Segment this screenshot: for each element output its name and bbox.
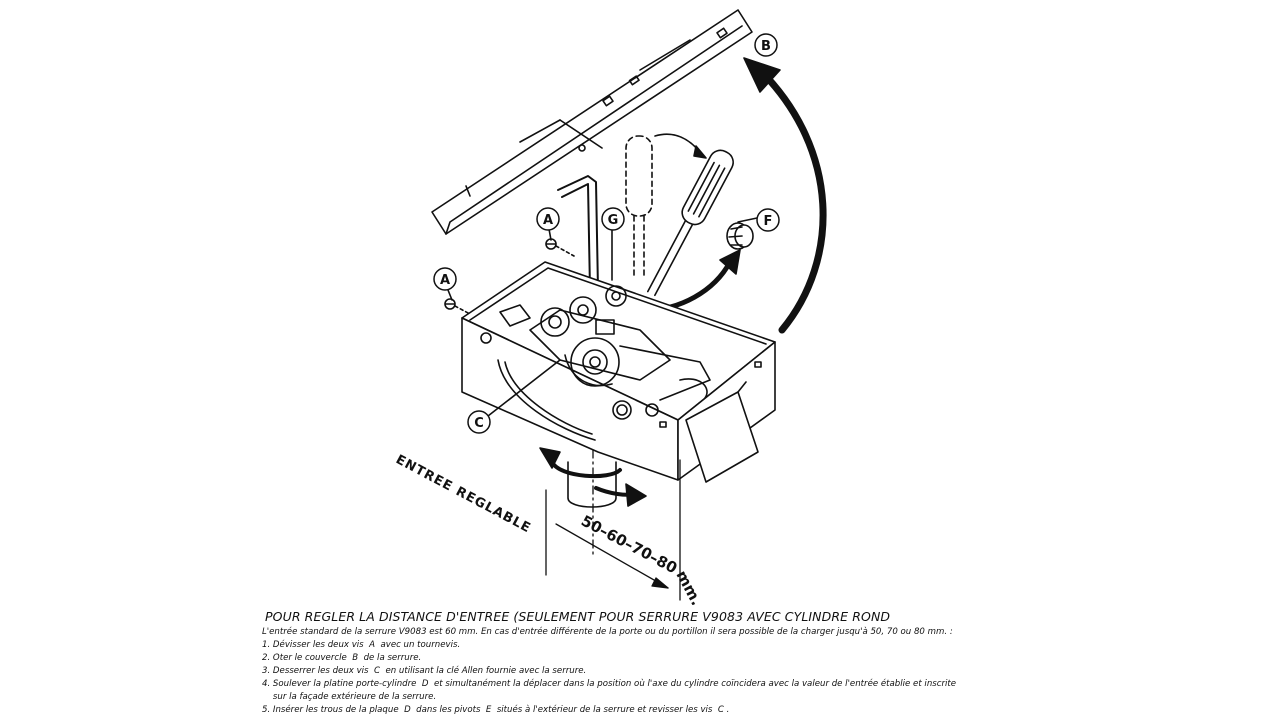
instructions-block: POUR REGLER LA DISTANCE D'ENTREE (SEULEM…: [262, 609, 1062, 717]
cover-b: [431, 9, 753, 235]
cylinder: [539, 447, 647, 508]
instructions-intro: L'entrée standard de la serrure V9083 es…: [262, 627, 953, 637]
label-g: G: [608, 213, 619, 228]
lock-box: [461, 261, 776, 483]
screwdriver: [647, 149, 734, 297]
part-f-knob: [726, 222, 754, 250]
instructions-steps: 1. Dévisser les deux vis A avec un tourn…: [262, 639, 1062, 717]
label-b: B: [761, 39, 771, 54]
label-a-1: A: [440, 273, 450, 288]
label-a-2: A: [543, 213, 553, 228]
instruction-step: 3. Desserrer les deux vis C en utilisant…: [262, 666, 587, 676]
callout-f: [756, 208, 780, 232]
callout-g: [601, 207, 625, 231]
instruction-step: 4. Soulever la platine porte-cylindre D …: [262, 679, 957, 689]
arrow-cover-removal: [756, 66, 827, 334]
callout-b: [754, 33, 778, 57]
screwdriver-dashed: [625, 135, 653, 276]
side-label-entree-reglable: ENTREE REGLABLE: [393, 452, 533, 536]
dimension-lines: [545, 449, 681, 601]
dimension-unit: mm.: [672, 567, 705, 605]
callout-c: [467, 410, 491, 434]
screw-a-1: [444, 298, 471, 315]
screw-a-2: [545, 238, 575, 257]
arrow-screwdriver-rotate: [654, 133, 701, 153]
instruction-step: 2. Oter le couvercle B de la serrure.: [262, 653, 422, 663]
label-f: F: [764, 214, 773, 229]
instruction-step: sur la façade extérieure de la serrure.: [262, 692, 437, 702]
callout-a-2: [536, 207, 560, 231]
instruction-step: 5. Insérer les trous de la plaque D dans…: [262, 705, 730, 715]
lock-assembly-diagram: A A G B F C ENTREE REGLABLE 50–60–70–80 …: [393, 9, 827, 605]
instruction-step: 1. Dévisser les deux vis A avec un tourn…: [262, 640, 461, 650]
instructions-title: POUR REGLER LA DISTANCE D'ENTREE (SEULEM…: [265, 609, 891, 624]
label-c: C: [474, 416, 484, 431]
callout-a-1: [433, 267, 457, 291]
